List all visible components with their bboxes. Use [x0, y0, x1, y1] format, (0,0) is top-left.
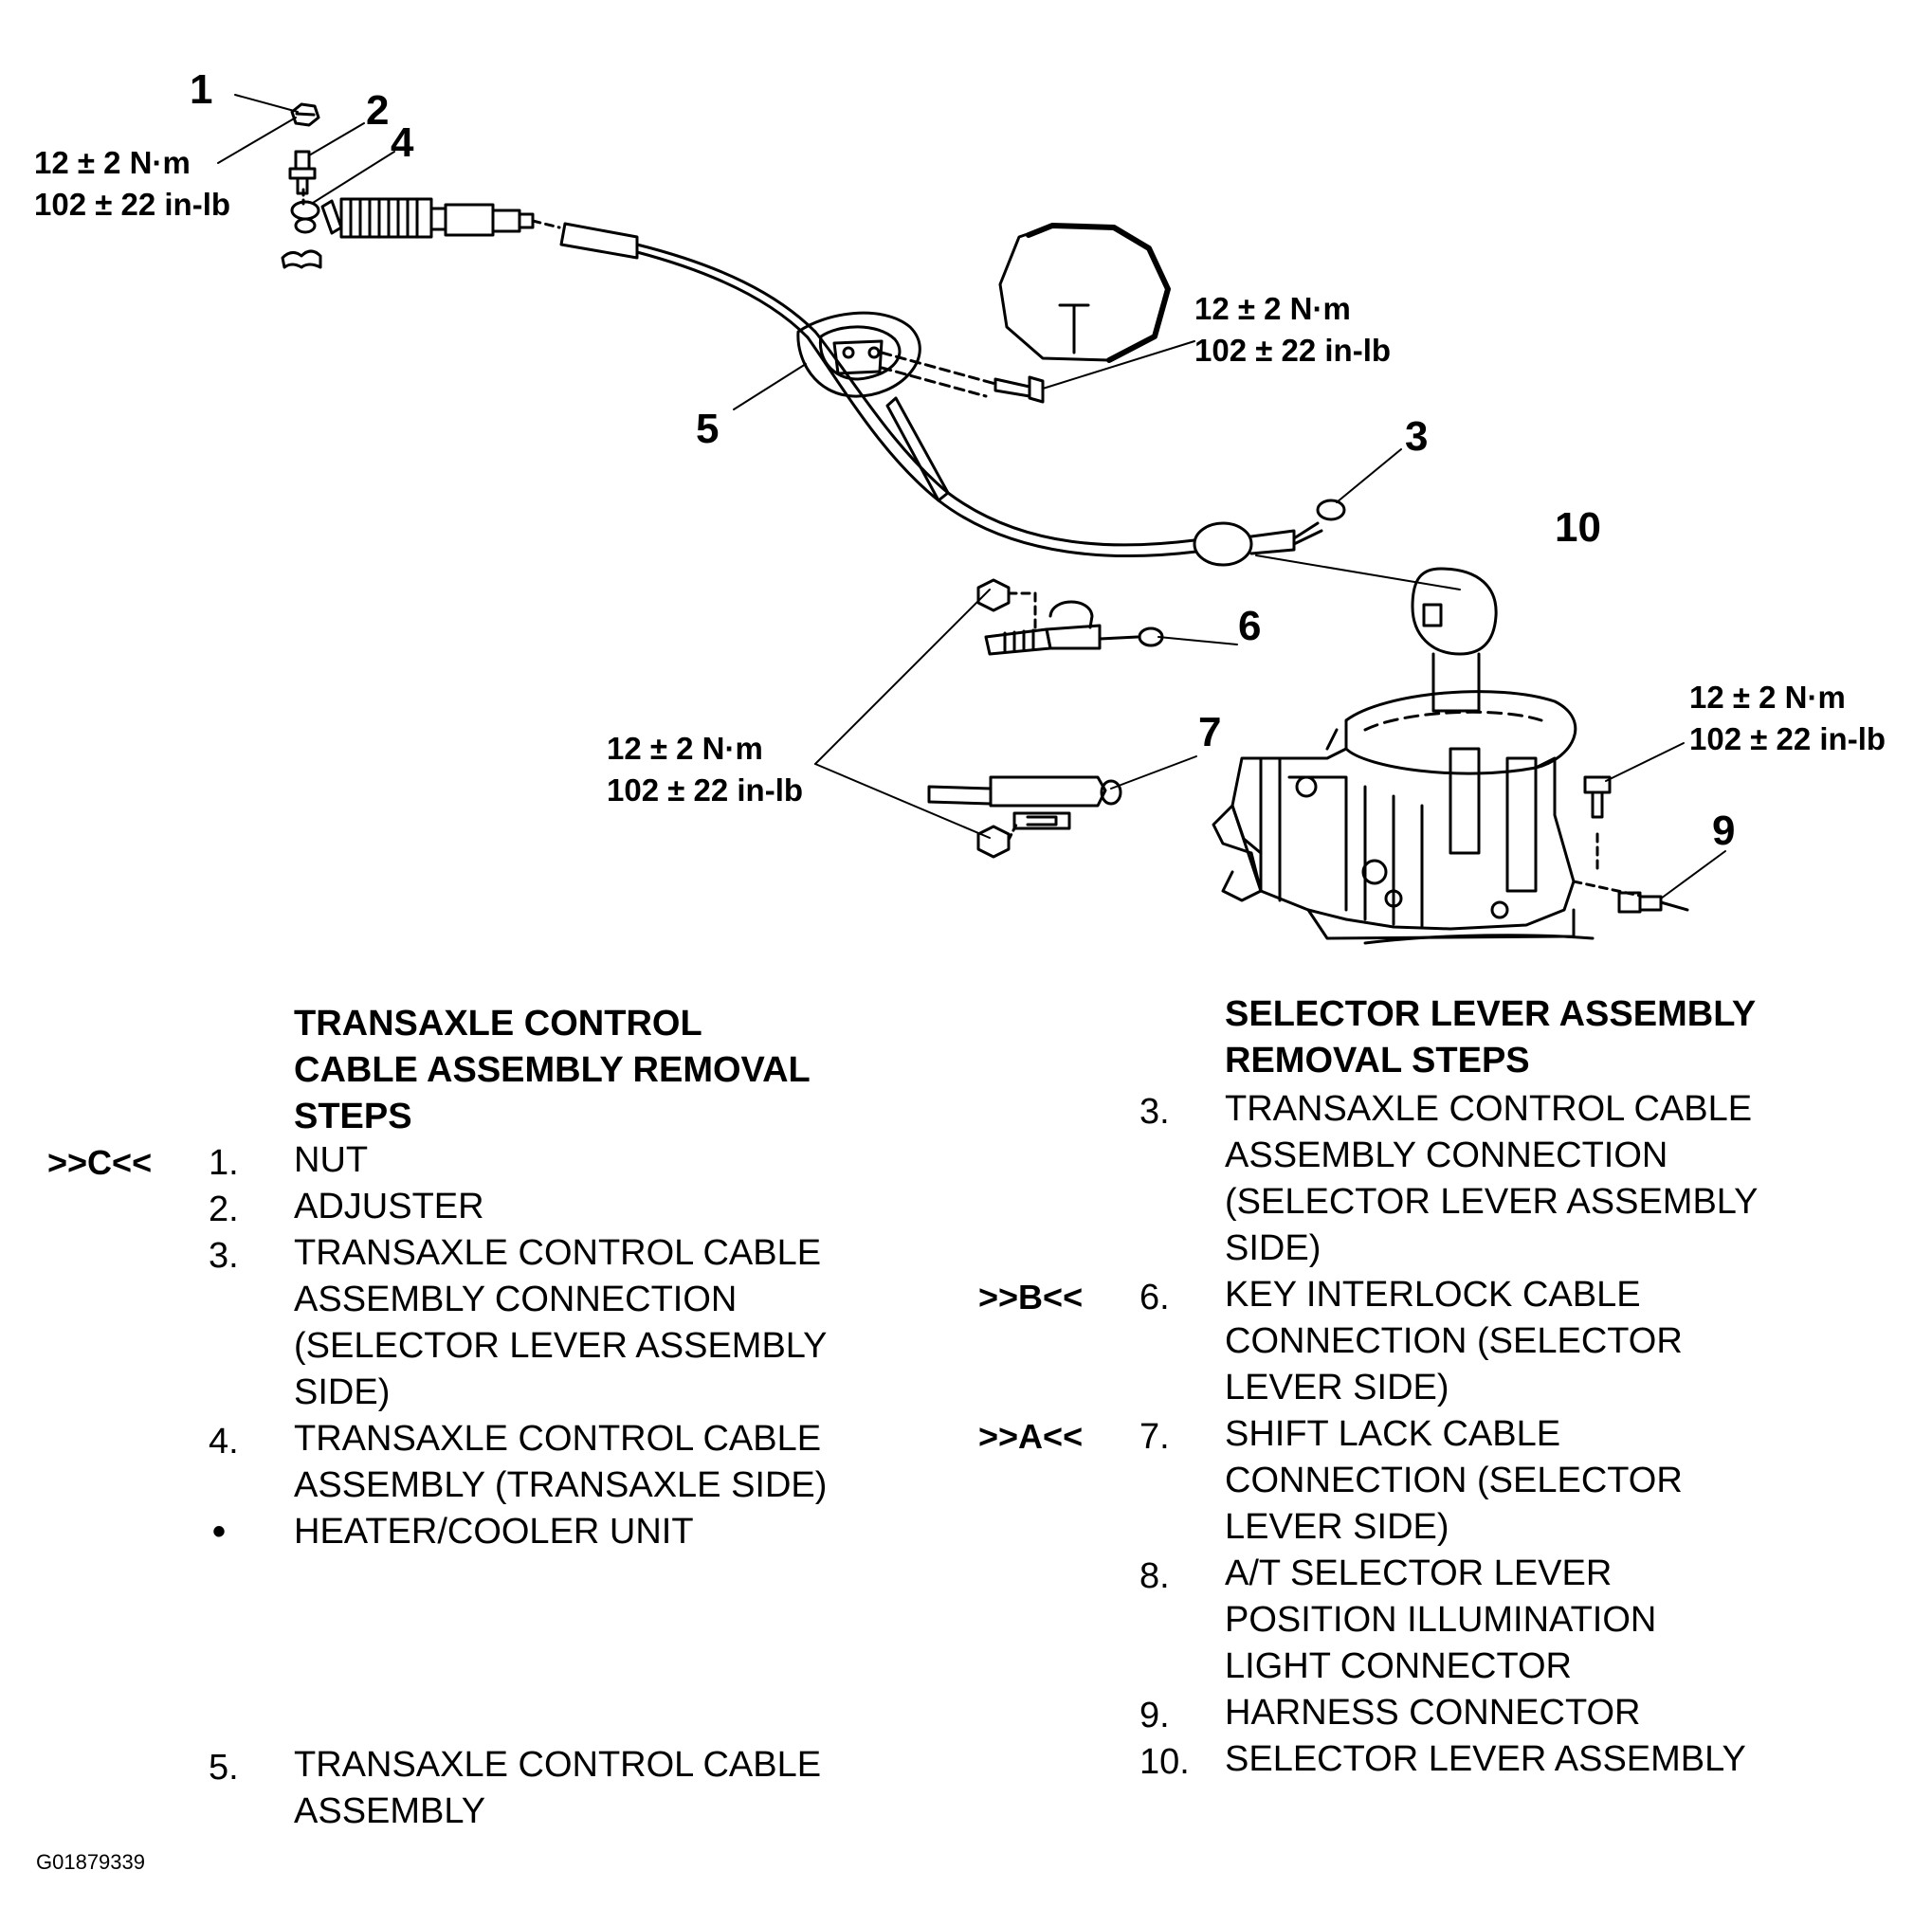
part-7-shift-lock-cable	[927, 775, 1122, 859]
step-text: TRANSAXLE CONTROL CABLE ASSEMBLY CONNECT…	[294, 1230, 827, 1416]
step-line: TRANSAXLE CONTROL CABLE	[294, 1233, 822, 1273]
cable-boot	[320, 197, 535, 239]
bullet-icon: •	[212, 1511, 227, 1553]
step-number: 1.	[209, 1143, 239, 1183]
heading-line: TRANSAXLE CONTROL	[294, 1004, 702, 1044]
step-line: ASSEMBLY CONNECTION	[294, 1280, 738, 1319]
part-9-harness-connector	[1617, 891, 1689, 914]
callout-9: 9	[1712, 808, 1736, 854]
step-line: SIDE)	[294, 1372, 391, 1412]
step-number: 8.	[1139, 1556, 1170, 1596]
left-steps-heading: TRANSAXLE CONTROL CABLE ASSEMBLY REMOVAL…	[294, 1001, 811, 1140]
step-line: NUT	[294, 1140, 369, 1180]
step-line: LEVER SIDE)	[1225, 1507, 1449, 1547]
callout-5: 5	[696, 406, 720, 452]
ref-mark-a: >>A<<	[978, 1417, 1084, 1456]
step-number: 10.	[1139, 1742, 1190, 1782]
torque-metric: 12 ± 2 N·m	[1689, 680, 1846, 715]
bracket-bolt	[993, 375, 1045, 404]
part-6-key-interlock-cable	[976, 578, 1164, 656]
torque-spec-cable-nuts: 12 ± 2 N·m 102 ± 22 in-lb	[607, 728, 803, 811]
cable-bracket	[796, 311, 997, 398]
step-line: ASSEMBLY CONNECTION	[1225, 1135, 1668, 1175]
step-number: 4.	[209, 1422, 239, 1462]
ref-mark-b: >>B<<	[978, 1278, 1084, 1317]
heading-line: STEPS	[294, 1097, 412, 1136]
step-text: SHIFT LACK CABLE CONNECTION (SELECTOR LE…	[1225, 1411, 1683, 1551]
torque-metric: 12 ± 2 N·m	[1194, 291, 1351, 326]
step-text: NUT	[294, 1137, 368, 1184]
step-number: 7.	[1139, 1417, 1170, 1457]
torque-spec-lever-bolt: 12 ± 2 N·m 102 ± 22 in-lb	[1689, 677, 1886, 760]
step-text: A/T SELECTOR LEVER POSITION ILLUMINATION…	[1225, 1551, 1656, 1690]
torque-imperial: 102 ± 22 in-lb	[34, 187, 231, 222]
part-10-selector-lever-assembly	[1212, 567, 1595, 945]
step-line: SHIFT LACK CABLE	[1225, 1414, 1561, 1454]
callout-10: 10	[1555, 504, 1601, 551]
step-number: 9.	[1139, 1696, 1170, 1735]
callout-4: 4	[391, 119, 414, 166]
step-text: SELECTOR LEVER ASSEMBLY	[1225, 1736, 1746, 1783]
step-text: TRANSAXLE CONTROL CABLE ASSEMBLY	[294, 1742, 821, 1835]
torque-imperial: 102 ± 22 in-lb	[1689, 721, 1886, 756]
step-line: TRANSAXLE CONTROL CABLE	[294, 1419, 822, 1459]
torque-metric: 12 ± 2 N·m	[34, 145, 191, 180]
step-line: ASSEMBLY (TRANSAXLE SIDE)	[294, 1465, 828, 1505]
torque-spec-nut: 12 ± 2 N·m 102 ± 22 in-lb	[34, 142, 230, 226]
step-line: HEATER/COOLER UNIT	[294, 1512, 694, 1552]
step-line: (SELECTOR LEVER ASSEMBLY	[294, 1326, 828, 1366]
callout-2: 2	[366, 87, 390, 134]
step-line: POSITION ILLUMINATION	[1225, 1600, 1657, 1640]
step-line: KEY INTERLOCK CABLE	[1225, 1275, 1641, 1315]
heading-line: REMOVAL STEPS	[1225, 1041, 1530, 1081]
torque-imperial: 102 ± 22 in-lb	[1194, 333, 1392, 368]
leader-lines	[217, 94, 1726, 899]
step-line: CONNECTION (SELECTOR	[1225, 1461, 1683, 1500]
step-number: 6.	[1139, 1278, 1170, 1317]
step-line: ASSEMBLY	[294, 1791, 486, 1831]
step-text: HARNESS CONNECTOR	[1225, 1690, 1640, 1736]
step-text: HEATER/COOLER UNIT	[294, 1509, 694, 1555]
step-line: LEVER SIDE)	[1225, 1368, 1449, 1407]
step-text: ADJUSTER	[294, 1184, 484, 1230]
heading-line: SELECTOR LEVER ASSEMBLY	[1225, 994, 1757, 1034]
part-1-nut	[290, 102, 320, 127]
part-2-adjuster	[288, 150, 317, 195]
exploded-parts-diagram	[217, 94, 1726, 945]
step-line: (SELECTOR LEVER ASSEMBLY	[1225, 1182, 1759, 1222]
torque-spec-bracket: 12 ± 2 N·m 102 ± 22 in-lb	[1194, 288, 1391, 372]
lever-mounting-bolt	[1572, 775, 1642, 898]
step-number: 5.	[209, 1748, 239, 1788]
step-line: HARNESS CONNECTOR	[1225, 1693, 1641, 1733]
callout-1: 1	[190, 66, 213, 113]
ref-mark-c: >>C<<	[47, 1143, 153, 1182]
step-line: LIGHT CONNECTOR	[1225, 1646, 1572, 1686]
torque-metric: 12 ± 2 N·m	[607, 731, 763, 766]
step-line: SIDE)	[1225, 1228, 1321, 1268]
step-line: ADJUSTER	[294, 1187, 484, 1226]
part-5-control-cable	[559, 222, 1346, 567]
step-number: 3.	[1139, 1092, 1170, 1132]
step-line: TRANSAXLE CONTROL CABLE	[294, 1745, 822, 1785]
step-text: KEY INTERLOCK CABLE CONNECTION (SELECTOR…	[1225, 1272, 1683, 1411]
step-line: CONNECTION (SELECTOR	[1225, 1321, 1683, 1361]
right-steps-heading: SELECTOR LEVER ASSEMBLY REMOVAL STEPS	[1225, 991, 1756, 1084]
heading-line: CABLE ASSEMBLY REMOVAL	[294, 1050, 811, 1090]
heater-cooler-unit	[998, 223, 1171, 363]
step-number: 3.	[209, 1236, 239, 1276]
step-line: SELECTOR LEVER ASSEMBLY	[1225, 1739, 1746, 1779]
callout-7: 7	[1198, 709, 1222, 755]
step-line: A/T SELECTOR LEVER	[1225, 1553, 1613, 1593]
torque-imperial: 102 ± 22 in-lb	[607, 772, 804, 808]
figure-id: G01879339	[36, 1850, 145, 1874]
callout-6: 6	[1238, 603, 1262, 649]
step-number: 2.	[209, 1190, 239, 1229]
step-text: TRANSAXLE CONTROL CABLE ASSEMBLY CONNECT…	[1225, 1086, 1758, 1272]
callout-3: 3	[1405, 413, 1429, 460]
step-text: TRANSAXLE CONTROL CABLE ASSEMBLY (TRANSA…	[294, 1416, 827, 1509]
part-4-cable-end	[281, 200, 322, 269]
step-line: TRANSAXLE CONTROL CABLE	[1225, 1089, 1753, 1129]
